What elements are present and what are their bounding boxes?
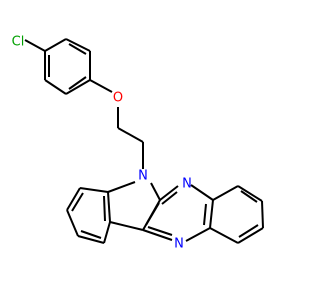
bond — [44, 38, 67, 52]
atom-label-nitrogen-lower: N — [174, 237, 184, 252]
atom-label-nitrogen-indole: N — [138, 169, 148, 184]
pyrrole-ring — [107, 181, 161, 231]
molecule-diagram: Cl O N N N — [12, 35, 264, 252]
bond — [24, 39, 46, 52]
bond — [240, 190, 258, 203]
bond — [150, 182, 161, 201]
chlorophenyl-ring — [44, 38, 91, 95]
bond — [142, 229, 173, 241]
bond — [203, 203, 207, 226]
bond — [66, 187, 81, 211]
bond — [117, 127, 144, 143]
bond — [161, 191, 178, 205]
bond — [66, 209, 79, 237]
bond — [107, 181, 136, 193]
bond — [65, 79, 91, 95]
atom-label-nitrogen-upper: N — [182, 177, 192, 192]
benzo-ring-right — [209, 185, 264, 244]
bond — [107, 191, 111, 223]
bond — [109, 221, 144, 231]
bond — [237, 227, 264, 244]
bond — [209, 227, 239, 244]
bond — [145, 202, 160, 226]
bond — [77, 235, 105, 244]
bond — [190, 184, 214, 201]
bond — [147, 226, 173, 236]
bond — [212, 185, 239, 201]
bond — [79, 187, 109, 193]
structure-canvas: Cl O N N N — [11, 34, 264, 252]
bond — [209, 199, 214, 229]
bond — [185, 227, 211, 242]
bond — [103, 195, 106, 222]
benzo-ring-left — [66, 187, 111, 244]
bond — [65, 38, 91, 52]
bond — [68, 76, 87, 90]
bond — [261, 200, 264, 229]
bond — [80, 230, 102, 239]
bond — [238, 224, 259, 238]
atom-label-chlorine: Cl — [12, 35, 25, 50]
bond — [44, 79, 67, 95]
bond — [68, 43, 87, 55]
bond — [159, 185, 179, 201]
atom-label-oxygen: O — [113, 91, 123, 106]
bond — [89, 79, 113, 93]
bond — [237, 185, 263, 202]
bond — [71, 192, 84, 212]
bond — [103, 221, 111, 244]
pyrazine-ring — [142, 184, 214, 242]
